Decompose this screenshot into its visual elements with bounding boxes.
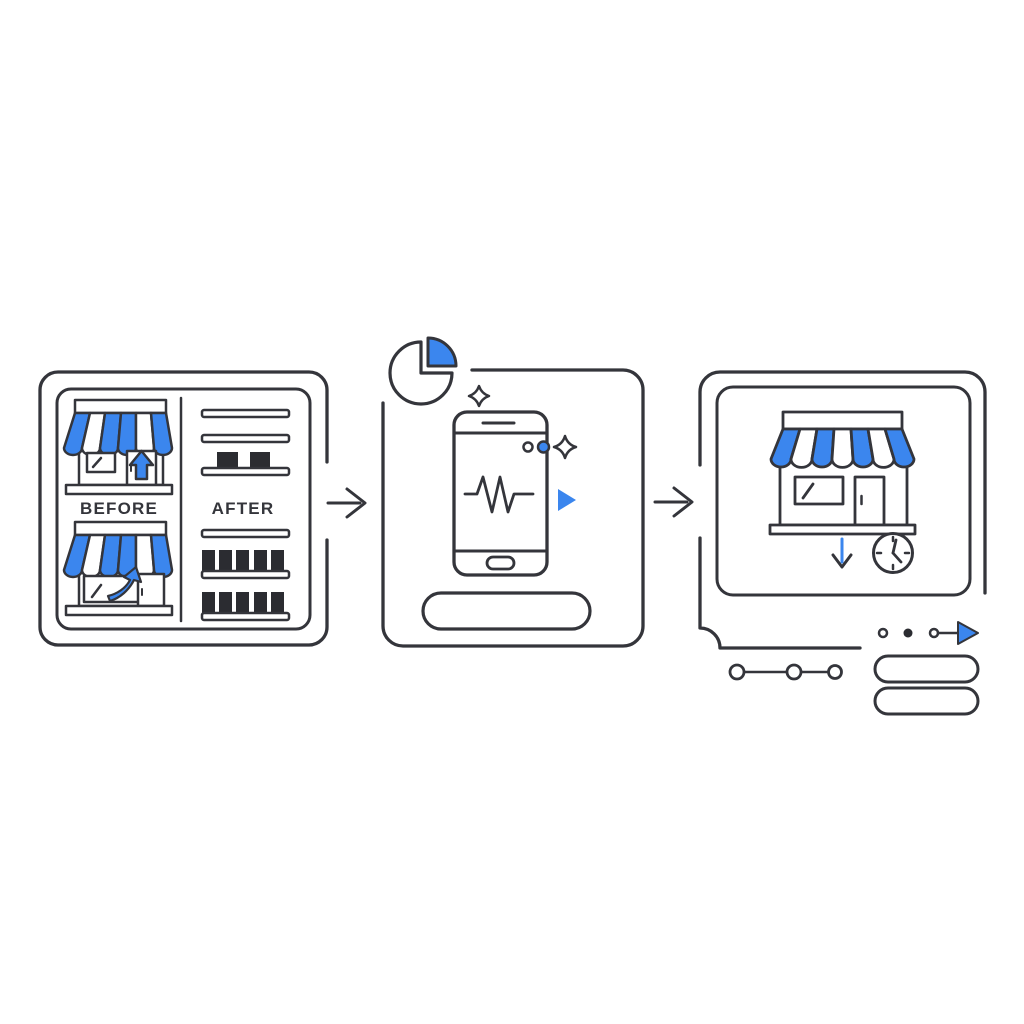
panel-inner-border (715, 385, 972, 597)
panel-result (698, 370, 987, 716)
sparse-shelf-icon (200, 408, 291, 477)
after-label: AFTER (212, 499, 275, 518)
panel-before-after: BEFORE AFTER (38, 370, 329, 647)
window-glare (91, 456, 103, 469)
store-awning (62, 533, 174, 579)
storefront-up-icon (62, 398, 174, 496)
panel-inner-border (55, 387, 312, 631)
shelf-boxes (202, 592, 284, 613)
store-sign (781, 410, 904, 431)
shelf-bar (200, 408, 291, 419)
panel-outer-border (698, 370, 987, 650)
store-base (64, 604, 174, 617)
panel-processing (381, 336, 645, 648)
up-arrow-icon (128, 449, 155, 481)
sparkle-icon (552, 434, 578, 460)
play-icon (957, 621, 979, 645)
right-arrow-icon (653, 486, 694, 518)
shelf-bar (200, 433, 291, 444)
notification-dots-icon (522, 440, 551, 454)
shelf-bar (200, 569, 291, 580)
sparkle-icon (467, 384, 491, 408)
waveform-icon (463, 475, 535, 514)
panel-outer-border (38, 370, 329, 647)
smartphone-icon (452, 410, 549, 577)
stocked-shelves-icon (200, 528, 291, 622)
play-icon (558, 489, 576, 511)
text-line-pills (873, 654, 980, 716)
down-arrow-icon (831, 537, 853, 569)
store-window (85, 451, 117, 474)
clock-icon (872, 532, 914, 574)
pie-slice (426, 336, 458, 368)
button-pill (421, 591, 592, 631)
phone-home-button (485, 555, 516, 571)
shelf-bar (200, 528, 291, 539)
shelf-boxes (202, 550, 284, 572)
growth-arrow-icon (106, 565, 143, 603)
store-sign (73, 398, 168, 415)
text-pill (873, 686, 980, 716)
shelf-bar (200, 611, 291, 622)
store-awning (62, 411, 174, 457)
pie-chart-icon (388, 336, 458, 406)
storefront-icon (768, 410, 917, 536)
store-door (853, 475, 886, 527)
store-sign (73, 520, 168, 537)
panel-border (381, 368, 645, 648)
progress-dots-icon (877, 621, 979, 645)
shelf-boxes (217, 452, 270, 468)
store-awning (769, 427, 916, 469)
growth-storefront-icon (62, 520, 174, 617)
right-arrow-icon (326, 487, 367, 519)
shelf-bar (200, 466, 291, 477)
store-window (793, 475, 845, 506)
clock-hour-hand (891, 551, 903, 564)
text-pill (873, 654, 980, 684)
before-label: BEFORE (80, 499, 158, 518)
store-base (768, 523, 917, 536)
timeline-nodes-icon (728, 663, 843, 681)
window-glare (90, 583, 103, 599)
store-base (64, 483, 174, 496)
phone-body (452, 410, 549, 577)
clock-minute-hand (891, 538, 898, 555)
pie-body (388, 340, 454, 406)
window-glare (801, 482, 815, 500)
